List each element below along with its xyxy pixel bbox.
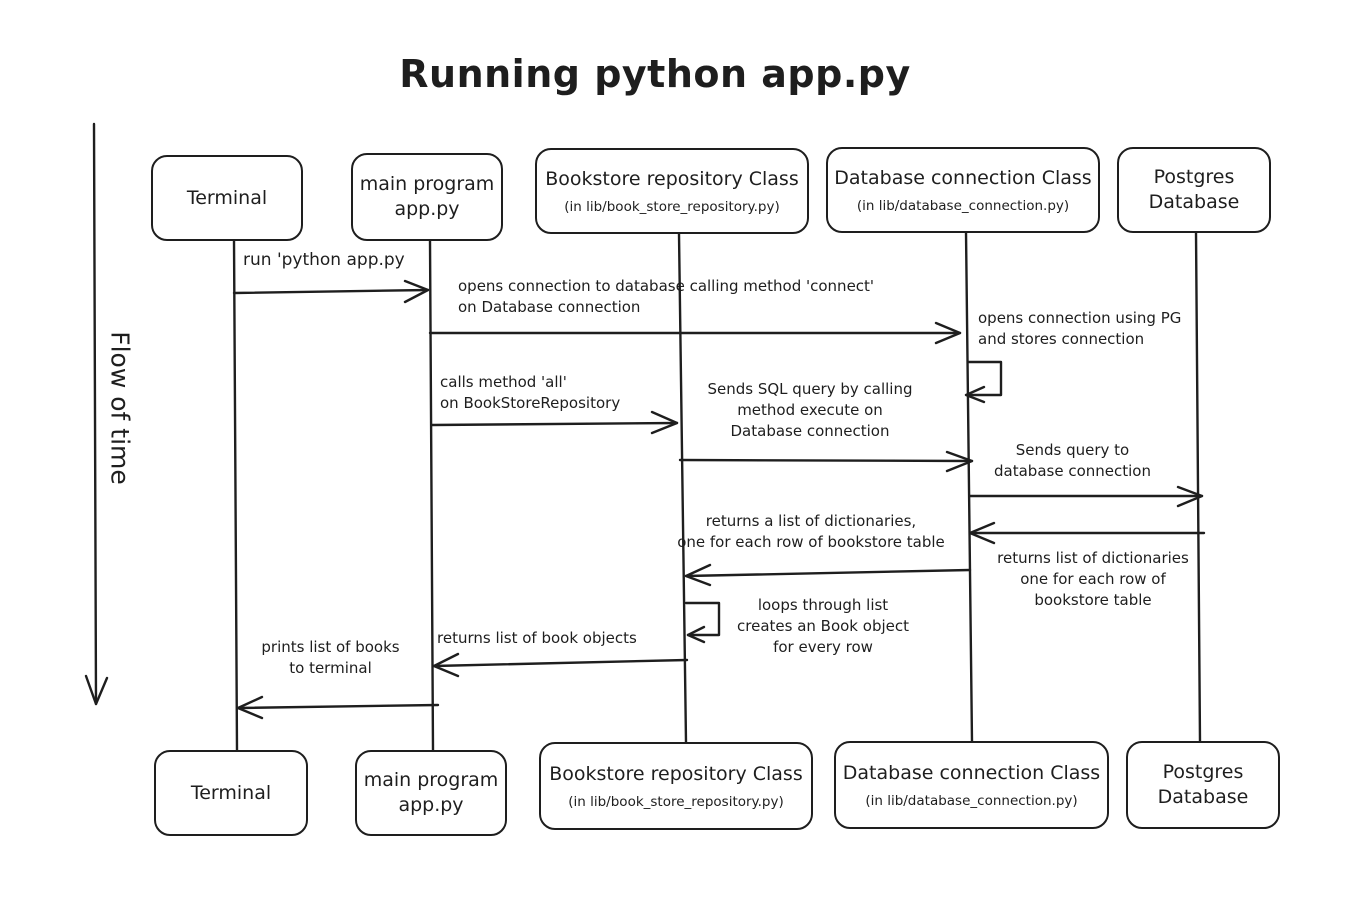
participant-name: Terminal	[190, 781, 272, 804]
participant-name: main program app.py	[363, 769, 499, 816]
arrow-return-dicts	[684, 568, 972, 578]
arrowhead	[432, 652, 460, 678]
participant-file: (in lib/book_store_repository.py)	[568, 793, 784, 810]
self-loop-book-objects	[684, 601, 721, 637]
lifeline-bookstore-repository	[677, 232, 688, 744]
arrowhead	[1176, 485, 1204, 508]
participant-name: main program app.py	[359, 173, 495, 220]
lifeline-postgres-database	[1194, 230, 1202, 744]
participant-postgres-database-top: Postgres Database	[1117, 147, 1271, 233]
arrowhead	[934, 321, 962, 345]
arrowhead	[686, 625, 706, 644]
message-label: loops through list creates an Book objec…	[737, 596, 909, 656]
message-label: returns a list of dictionaries, one for …	[677, 512, 945, 551]
message-label: opens connection to database calling met…	[458, 277, 875, 316]
time-axis-line	[92, 122, 98, 706]
message-label: run 'python app.py	[243, 250, 405, 270]
participant-name: Postgres Database	[1157, 761, 1249, 808]
message-label: calls method 'all' on BookStoreRepositor…	[440, 373, 621, 412]
participant-database-connection-top: Database connection Class (in lib/databa…	[826, 147, 1100, 233]
participant-terminal-top: Terminal	[151, 155, 303, 241]
participant-main-program-bottom: main program app.py	[355, 750, 507, 836]
participant-main-program-top: main program app.py	[351, 153, 503, 241]
participant-file: (in lib/database_connection.py)	[865, 792, 1078, 809]
arrowhead	[236, 695, 264, 720]
participant-name: Bookstore repository Class	[545, 167, 799, 190]
self-loop-open-pg	[966, 360, 1003, 397]
participant-database-connection-bottom: Database connection Class (in lib/databa…	[834, 741, 1109, 829]
arrow-run-app	[232, 288, 430, 295]
diagram-title: Running python app.py	[399, 52, 911, 96]
participant-terminal-bottom: Terminal	[154, 750, 308, 836]
message-label: Sends SQL query by calling method execut…	[707, 380, 913, 440]
arrowhead	[968, 521, 996, 545]
time-axis-label-wrap: Flow of time	[90, 318, 150, 498]
participant-bookstore-repository-bottom: Bookstore repository Class (in lib/book_…	[539, 742, 813, 830]
message-label: prints list of books to terminal	[261, 638, 400, 677]
message-label: returns list of dictionaries one for eac…	[997, 549, 1189, 609]
participant-bookstore-repository-top: Bookstore repository Class (in lib/book_…	[535, 148, 809, 234]
arrow-return-books	[432, 658, 689, 668]
message-label: returns list of book objects	[437, 629, 637, 647]
lifeline-main-program	[428, 238, 435, 752]
message-label: Sends query to database connection	[994, 441, 1151, 480]
lifeline-database-connection	[964, 230, 974, 744]
time-axis-label: Flow of time	[105, 331, 135, 485]
participant-name: Bookstore repository Class	[549, 762, 803, 785]
lifeline-terminal	[232, 238, 239, 752]
participant-name: Terminal	[186, 186, 268, 209]
message-label: opens connection using PG and stores con…	[978, 309, 1182, 348]
participant-file: (in lib/book_store_repository.py)	[564, 198, 780, 215]
participant-name: Database connection Class	[834, 166, 1092, 189]
arrow-calls-all	[430, 421, 679, 427]
participant-name: Database connection Class	[842, 761, 1101, 784]
participant-name: Postgres Database	[1148, 166, 1240, 213]
arrowhead	[945, 450, 974, 473]
arrowhead	[684, 563, 712, 587]
arrow-print-books	[236, 703, 440, 710]
arrowhead	[403, 279, 430, 304]
participant-file: (in lib/database_connection.py)	[856, 197, 1070, 214]
time-axis-arrowhead	[84, 674, 109, 706]
arrowhead	[650, 410, 679, 435]
arrow-send-sql	[678, 458, 974, 463]
arrowhead	[964, 385, 986, 404]
participant-postgres-database-bottom: Postgres Database	[1126, 741, 1280, 829]
